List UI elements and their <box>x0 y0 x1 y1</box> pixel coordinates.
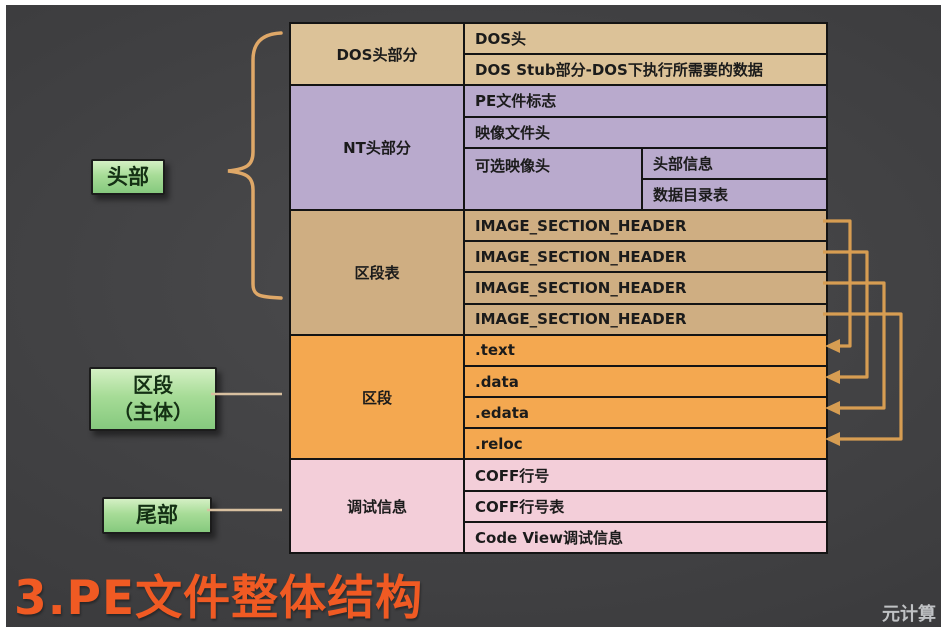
row-image-section-header-4: IMAGE_SECTION_HEADER <box>465 304 826 334</box>
row-coff-line-number: COFF行号 <box>465 460 826 490</box>
cell-header-info: 头部信息 <box>643 148 826 178</box>
pe-structure-table: DOS头部分 NT头部分 区段表 区段 调试信息 DOS头 DOS Stub部分… <box>289 22 828 554</box>
cell-data-directory: 数据目录表 <box>643 179 826 210</box>
row-data-section: .data <box>465 366 826 397</box>
category-debug-info: 调试信息 <box>291 460 463 552</box>
category-section: 区段 <box>291 335 463 459</box>
label-header-text: 头部 <box>107 164 149 189</box>
row-dos-stub: DOS Stub部分-DOS下执行所需要的数据 <box>465 55 826 85</box>
row-image-section-header-1: IMAGE_SECTION_HEADER <box>465 211 826 241</box>
label-tail: 尾部 <box>102 497 212 534</box>
row-edata-section: .edata <box>465 398 826 428</box>
slide-background: DOS头部分 NT头部分 区段表 区段 调试信息 DOS头 DOS Stub部分… <box>6 5 941 627</box>
category-section-table: 区段表 <box>291 211 463 334</box>
row-optional-header: 可选映像头 <box>465 148 641 210</box>
label-section-body: 区段 （主体） <box>89 367 217 431</box>
row-image-section-header-2: IMAGE_SECTION_HEADER <box>465 242 826 272</box>
category-nt-header-part: NT头部分 <box>291 86 463 210</box>
category-dos-header-part: DOS头部分 <box>291 24 463 85</box>
page-title: 3.PE文件整体结构 <box>14 571 424 626</box>
row-dos-header: DOS头 <box>465 24 826 54</box>
row-text-section: .text <box>465 335 826 365</box>
label-section-body-line1: 区段 <box>133 373 173 397</box>
row-reloc-section: .reloc <box>465 429 826 459</box>
row-pe-signature: PE文件标志 <box>465 86 826 116</box>
row-coff-line-table: COFF行号表 <box>465 491 826 521</box>
row-image-section-header-3: IMAGE_SECTION_HEADER <box>465 273 826 303</box>
row-codeview-debug-info: Code View调试信息 <box>465 522 826 552</box>
label-tail-text: 尾部 <box>136 503 178 528</box>
label-header: 头部 <box>91 159 165 195</box>
label-section-body-line2: （主体） <box>113 400 193 424</box>
watermark: 元计算 <box>882 604 936 625</box>
row-image-file-header: 映像文件头 <box>465 117 826 147</box>
